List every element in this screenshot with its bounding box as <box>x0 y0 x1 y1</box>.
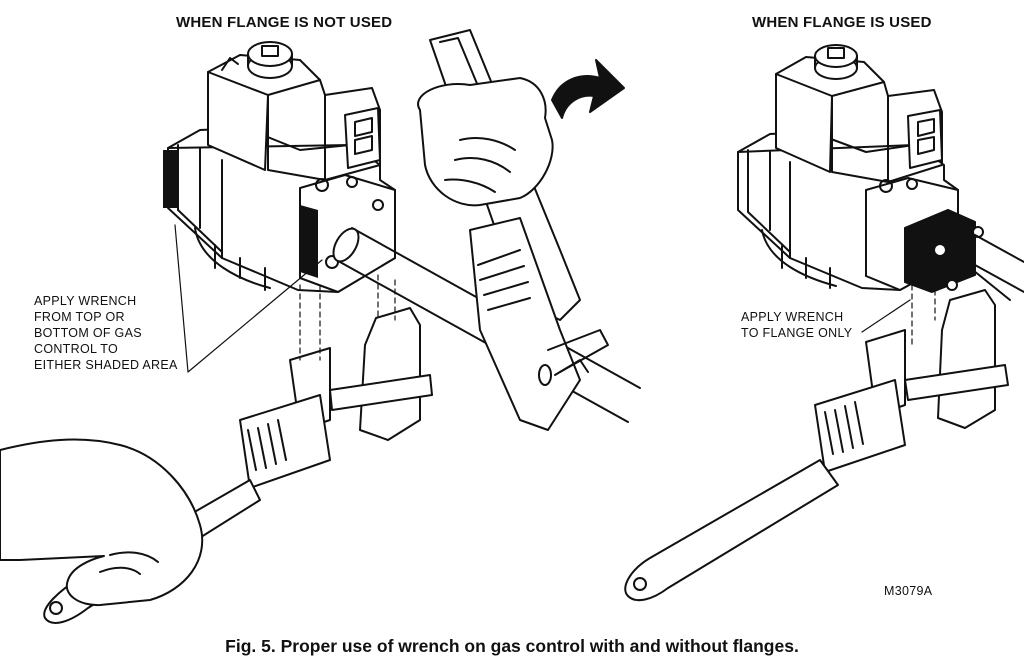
guide-lines-right <box>911 284 936 346</box>
callout-left-line: FROM TOP OR <box>34 310 125 324</box>
rotation-arrow <box>551 59 625 119</box>
callout-left-line: BOTTOM OF GAS <box>34 326 142 340</box>
figure-caption: Fig. 5. Proper use of wrench on gas cont… <box>225 636 799 656</box>
heading-flange-not-used: WHEN FLANGE IS NOT USED <box>176 14 393 31</box>
callout-left-line: EITHER SHADED AREA <box>34 358 178 372</box>
callout-right: APPLY WRENCH TO FLANGE ONLY <box>741 309 853 341</box>
pipe-right <box>957 234 1024 301</box>
leader-lines-left <box>174 224 323 373</box>
heading-flange-used: WHEN FLANGE IS USED <box>752 14 932 31</box>
callout-left: APPLY WRENCH FROM TOP OR BOTTOM OF GAS C… <box>34 293 178 373</box>
guide-lines-left <box>299 274 396 361</box>
figure-id: M3079A <box>884 584 933 598</box>
flange <box>904 209 984 293</box>
shaded-area-right <box>300 205 318 278</box>
hand-top <box>417 77 554 207</box>
hand-bottom <box>0 438 204 607</box>
shaded-area-left <box>163 150 177 208</box>
callout-left-line: APPLY WRENCH <box>34 294 137 308</box>
callout-right-line: APPLY WRENCH <box>741 310 844 324</box>
leader-line-right <box>861 299 911 333</box>
adjustable-wrench-right <box>624 289 1009 602</box>
callout-right-line: TO FLANGE ONLY <box>741 326 853 340</box>
callout-left-line: CONTROL TO <box>34 342 119 356</box>
